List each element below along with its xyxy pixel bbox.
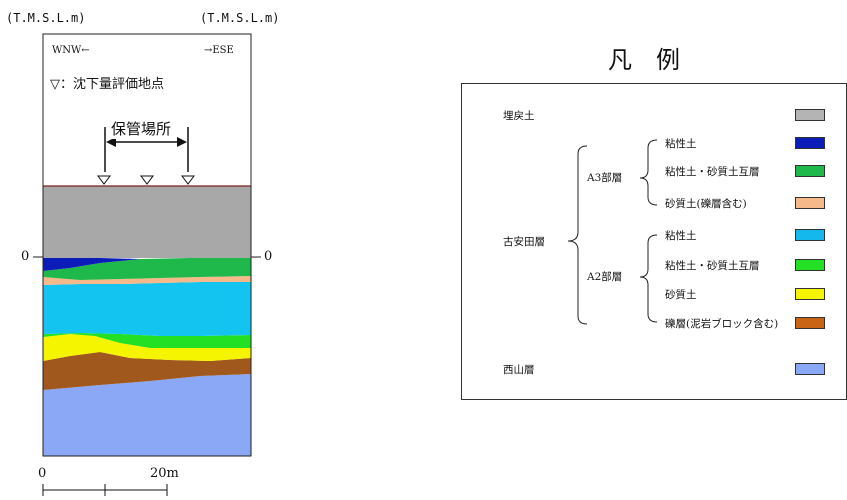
legend-label-a2-clay: 粘性土 bbox=[665, 230, 697, 242]
layer-a2-gravel bbox=[43, 352, 251, 390]
legend-swatch-a2-alt bbox=[795, 259, 825, 271]
storage-arrowhead-right bbox=[177, 137, 187, 147]
legend-swatch-nishiyama bbox=[795, 363, 825, 375]
legend-label-a3-sand: 砂質土(礫層含む) bbox=[665, 198, 747, 210]
layer-a3-clay bbox=[43, 258, 140, 271]
legend-swatch-a3-alt bbox=[795, 165, 825, 177]
zero-elevation-label-left: 0 bbox=[21, 249, 30, 264]
brace-a3 bbox=[639, 139, 658, 206]
legend-label-furuanda: 古安田層 bbox=[503, 236, 545, 248]
legend-label-a3-clay: 粘性土 bbox=[665, 138, 697, 150]
legend-swatch-a3-sand bbox=[795, 197, 825, 209]
legend-swatch-a3-clay bbox=[795, 137, 825, 149]
legend-label-nishiyama: 西山層 bbox=[503, 364, 535, 376]
settlement-marker-1 bbox=[97, 175, 111, 185]
scale-label-0: 0 bbox=[38, 466, 47, 481]
storage-arrowhead-left bbox=[106, 137, 116, 147]
brace-furuanda bbox=[567, 145, 588, 325]
settlement-marker-3 bbox=[181, 175, 195, 185]
legend-label-a2: A2部層 bbox=[587, 271, 623, 283]
settlement-point-note: ▽：沈下量評価地点 bbox=[50, 77, 164, 92]
legend-label-a3: A3部層 bbox=[587, 172, 623, 184]
layer-a3-alt bbox=[43, 258, 251, 280]
layer-a3-sand bbox=[43, 276, 251, 285]
legend-label-fill: 埋戻土 bbox=[503, 110, 535, 122]
legend-label-a3-alt: 粘性土・砂質土互層 bbox=[665, 166, 760, 178]
storage-area-label: 保管場所 bbox=[110, 118, 173, 139]
layer-a2-alt bbox=[43, 333, 251, 348]
legend-swatch-fill bbox=[795, 109, 825, 121]
direction-left: WNW← bbox=[52, 45, 90, 56]
zero-elevation-label-right: 0 bbox=[264, 249, 273, 264]
legend-label-a2-alt: 粘性土・砂質土互層 bbox=[665, 260, 760, 272]
legend-label-a2-gravel: 礫層(泥岩ブロック含む) bbox=[665, 318, 779, 330]
elevation-unit-left: (T.M.S.L.m) bbox=[6, 11, 86, 25]
scale-label-20m: 20m bbox=[150, 466, 179, 481]
legend-swatch-a2-sand bbox=[795, 288, 825, 300]
legend-swatch-a2-gravel bbox=[795, 317, 825, 329]
settlement-marker-2 bbox=[140, 175, 154, 185]
legend-title: 凡 例 bbox=[608, 46, 680, 74]
layer-nishiyama bbox=[43, 374, 251, 456]
legend-swatch-a2-clay bbox=[795, 229, 825, 241]
elevation-unit-right: (T.M.S.L.m) bbox=[200, 11, 280, 25]
legend-label-a2-sand: 砂質土 bbox=[665, 289, 697, 301]
legend-braces bbox=[567, 139, 658, 325]
direction-right: →ESE bbox=[204, 45, 234, 56]
section-frame bbox=[42, 33, 252, 457]
layer-fill bbox=[43, 186, 251, 258]
legend-box: 埋戻土 古安田層 A3部層 粘性土 粘性土・砂質土互層 砂質土(礫層含む) A2… bbox=[461, 83, 847, 400]
layer-a2-clay bbox=[43, 282, 251, 336]
cross-section-diagram bbox=[33, 33, 261, 496]
brace-a2 bbox=[639, 234, 658, 323]
